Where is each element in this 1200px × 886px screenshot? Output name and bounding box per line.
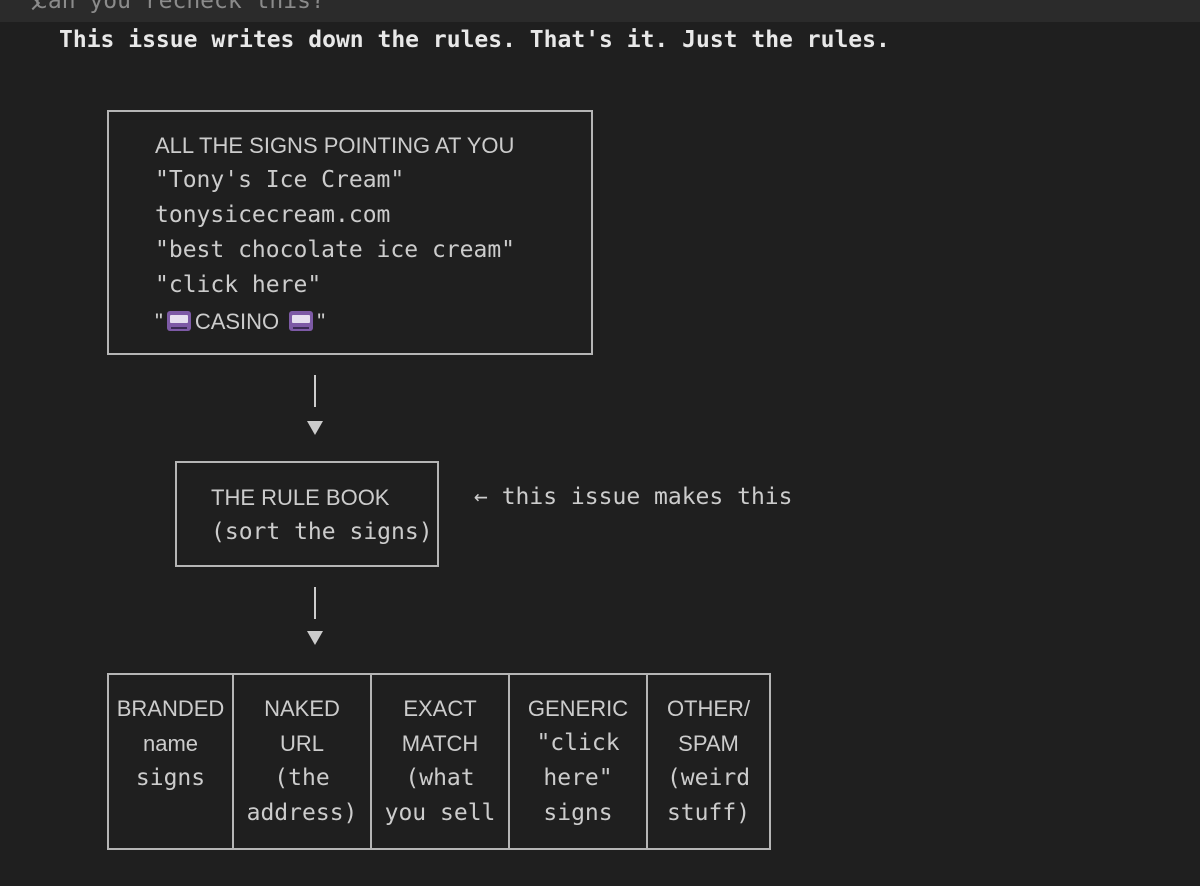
rule-book-subtitle: (sort the signs) [211,519,433,545]
rule-book-title: THE RULE BOOK [211,485,390,510]
sign-keyword: "best chocolate ice cream" [155,237,516,263]
rule-book-note: ← this issue makes this [474,484,793,510]
category-other-spam: OTHER/ SPAM (weird stuff) [666,696,751,826]
sign-brand-name: "Tony's Ice Cream" [155,167,405,193]
response-headline: This issue writes down the rules. That's… [59,27,890,53]
slot-machine-icon [289,311,314,331]
signs-box-title: ALL THE SIGNS POINTING AT YOU [155,133,515,158]
slot-machine-icon [166,311,191,331]
sign-domain: tonysicecream.com [155,202,391,228]
sign-generic: "click here" [155,272,322,298]
category-generic: GENERIC "click here" signs [527,696,629,826]
sign-casino: "CASINO " [155,309,326,334]
category-branded: BRANDED name signs [116,696,225,791]
previous-prompt-text: can you recheck this? [34,0,325,14]
category-naked-url: NAKED URL (the address) [246,696,358,826]
previous-prompt-bar[interactable]: can you recheck this? [0,0,1200,22]
category-exact-match: EXACT MATCH (what you sell [384,696,496,826]
